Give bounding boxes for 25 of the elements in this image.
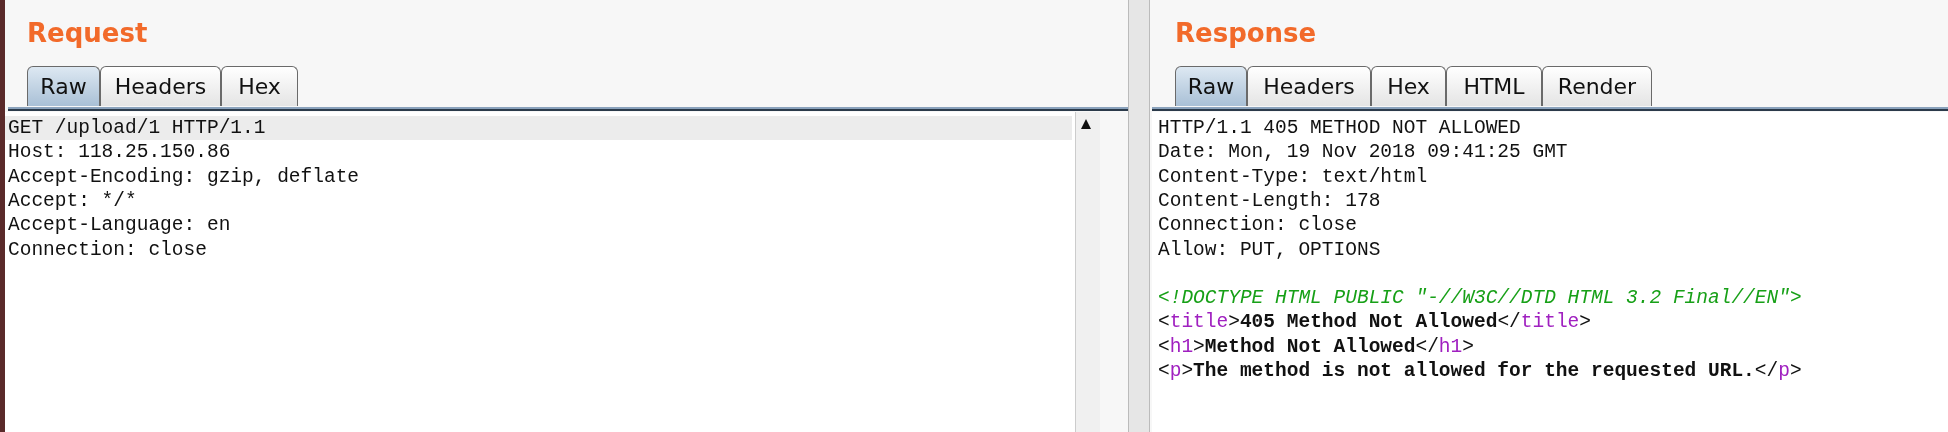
code-line: Accept-Encoding: gzip, deflate [8, 164, 360, 189]
code-line: <title>405 Method Not Allowed</title> [1158, 310, 1591, 335]
code-line: <h1>Method Not Allowed</h1> [1158, 334, 1474, 359]
tab: Hex [221, 66, 298, 106]
code-line: HTTP/1.1 405 METHOD NOT ALLOWED [1158, 116, 1521, 140]
tab: Raw [1175, 66, 1247, 106]
code-line: Accept-Language: en [8, 213, 231, 238]
tab: HTML [1446, 66, 1542, 106]
code-line: Content-Type: text/html [1158, 164, 1428, 189]
code-line: Content-Length: 178 [1158, 188, 1381, 213]
tab: Render [1542, 66, 1652, 106]
code-line: <p>The method is not allowed for the requested URL.</p> [1158, 359, 1802, 383]
code-line: Host: 118.25.150.86 [8, 140, 231, 165]
panel-heading: Response [1175, 18, 1317, 48]
tab: Raw [27, 66, 100, 106]
code-line: Connection: close [1158, 213, 1357, 238]
code-line: <!DOCTYPE HTML PUBLIC "-//W3C//DTD HTML 3.2 Final//EN"> [1158, 286, 1802, 311]
tab: Headers [100, 66, 221, 106]
tab: Hex [1371, 66, 1446, 106]
code-line: Date: Mon, 19 Nov 2018 09:41:25 GMT [1158, 140, 1568, 165]
code-line: Allow: PUT, OPTIONS [1158, 237, 1381, 262]
tab: Headers [1247, 66, 1371, 106]
code-line: Connection: close [8, 237, 207, 262]
code-line: Accept: */* [8, 188, 137, 213]
panel-heading: Request [27, 18, 148, 48]
